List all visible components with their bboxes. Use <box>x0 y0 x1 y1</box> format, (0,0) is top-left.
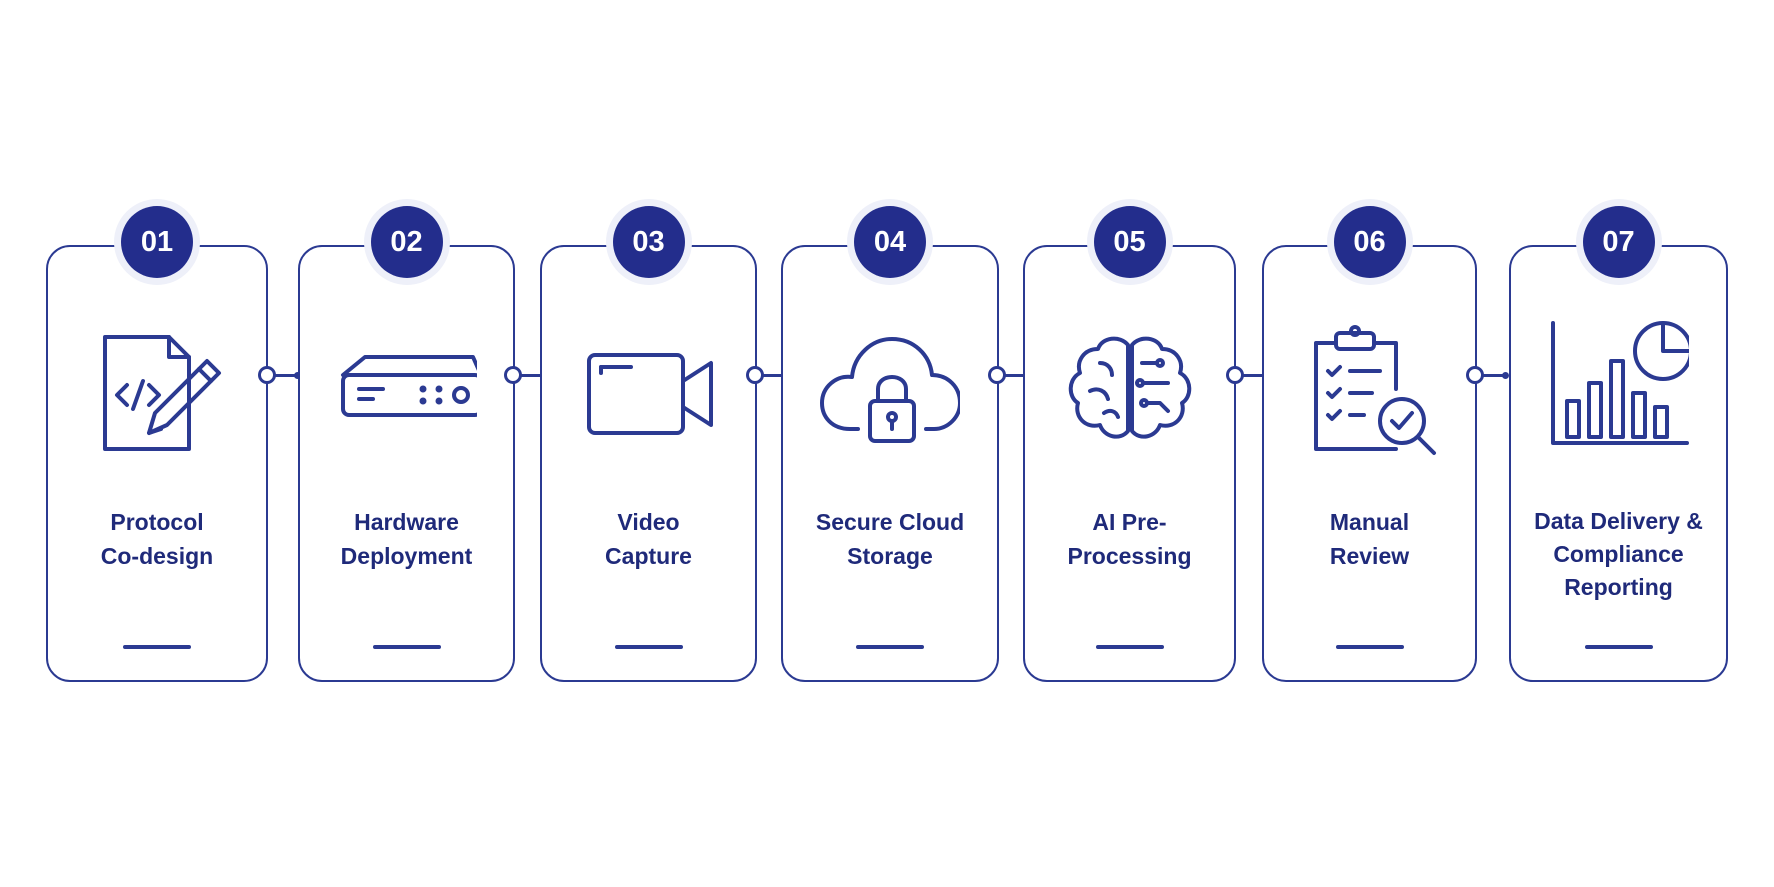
step-underline <box>372 645 441 649</box>
step-number-badge: 06 <box>1333 206 1406 278</box>
bar-pie-chart-icon <box>1549 317 1689 457</box>
step-card-2: 02 Hardware Deployment <box>298 206 515 682</box>
step-number-badge: 03 <box>612 206 685 278</box>
hardware-device-icon <box>337 317 477 457</box>
step-card-3: 03 Video Capture <box>540 206 757 682</box>
step-label: Protocol Co-design <box>100 509 214 569</box>
step-card-4: 04 Secure Cloud Storage <box>781 206 999 682</box>
step-card-5: 05 AI Pre- Processing <box>1023 206 1236 682</box>
step-underline <box>1584 645 1653 649</box>
step-label: Data Delivery & Compliance Reporting <box>1534 508 1703 600</box>
step-underline <box>614 645 683 649</box>
step-number-badge: 02 <box>370 206 443 278</box>
cloud-lock-icon <box>820 317 960 457</box>
step-underline <box>856 645 924 649</box>
step-label: AI Pre- Processing <box>1067 509 1192 569</box>
step-label: Secure Cloud Storage <box>815 509 965 569</box>
connector <box>256 366 304 386</box>
step-number-badge: 07 <box>1582 206 1655 278</box>
connector <box>1464 366 1512 386</box>
ai-brain-icon <box>1060 317 1200 457</box>
step-underline <box>123 645 191 649</box>
connector <box>1224 366 1272 386</box>
step-number-badge: 01 <box>121 206 193 278</box>
step-card-6: 06 Manual Review <box>1262 206 1477 682</box>
document-code-pencil-icon <box>87 317 227 457</box>
step-number-badge: 04 <box>854 206 926 278</box>
step-label: Manual Review <box>1329 509 1410 569</box>
step-label: Hardware Deployment <box>340 509 473 569</box>
step-label: Video Capture <box>605 509 692 569</box>
video-camera-icon <box>579 317 719 457</box>
step-card-7: 07 Data Delivery & Compliance Reporting <box>1509 206 1728 682</box>
step-number-badge: 05 <box>1093 206 1166 278</box>
step-card-1: 01 Protocol Co-design <box>46 206 268 682</box>
step-underline <box>1095 645 1164 649</box>
step-underline <box>1335 645 1404 649</box>
clipboard-magnifier-icon <box>1300 317 1440 457</box>
